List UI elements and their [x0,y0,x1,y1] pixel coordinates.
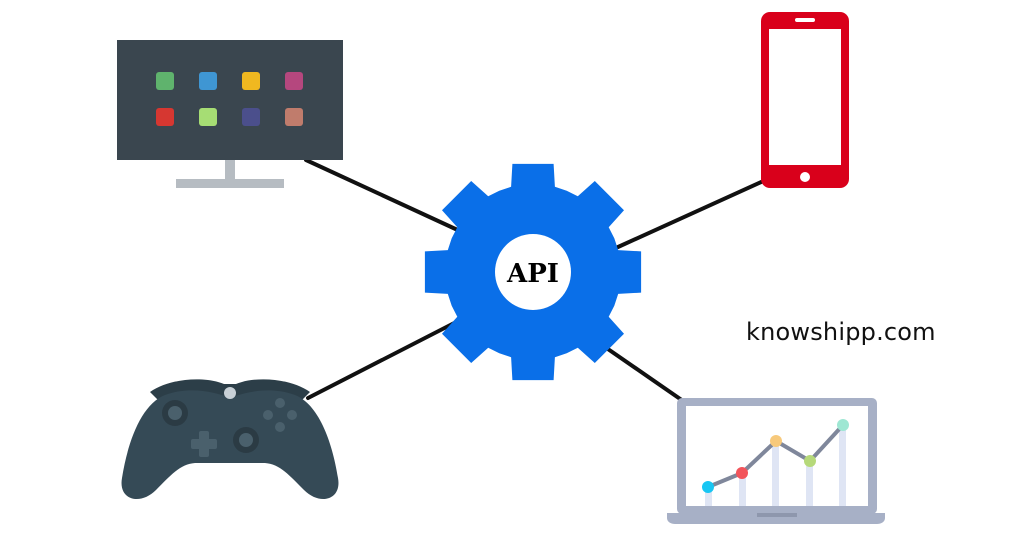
phone-screen [769,29,841,165]
chart-point [837,419,849,431]
watermark-text: knowshipp.com [746,318,936,346]
connectors [304,158,772,405]
app-tile [199,72,217,90]
gamepad-dpad [191,431,217,457]
smartphone-icon [761,12,849,188]
chart-point [702,481,714,493]
monitor-screen [117,40,343,160]
chart-point [736,467,748,479]
gear-icon: API [424,163,642,381]
phone-speaker [795,18,815,22]
monitor-icon [117,40,343,188]
app-tile [156,72,174,90]
gamepad-home-button [224,387,236,399]
phone-home-button [800,172,810,182]
monitor-neck [225,160,235,180]
laptop-chart-icon [667,398,885,524]
app-tile [242,72,260,90]
gamepad-body [121,390,339,500]
laptop-base [667,513,885,524]
app-tile [285,108,303,126]
connector-phone [616,176,772,249]
chart-point [770,435,782,447]
chart-bars [705,425,846,506]
gamepad-face-buttons [263,398,297,432]
gamepad-right-stick [239,433,253,447]
gear-hub [495,234,571,310]
app-tile [156,108,174,126]
connector-gamepad [306,316,466,400]
connector-monitor [304,158,464,234]
api-label: API [506,259,559,289]
connector-laptop [603,345,688,405]
app-tile [242,108,260,126]
app-tile [285,72,303,90]
chart-point [804,455,816,467]
app-tiles [156,72,303,126]
gamepad-left-stick [168,406,182,420]
monitor-base [176,179,284,188]
gamepad-icon [121,379,339,500]
app-tile [199,108,217,126]
laptop-notch [757,513,797,517]
